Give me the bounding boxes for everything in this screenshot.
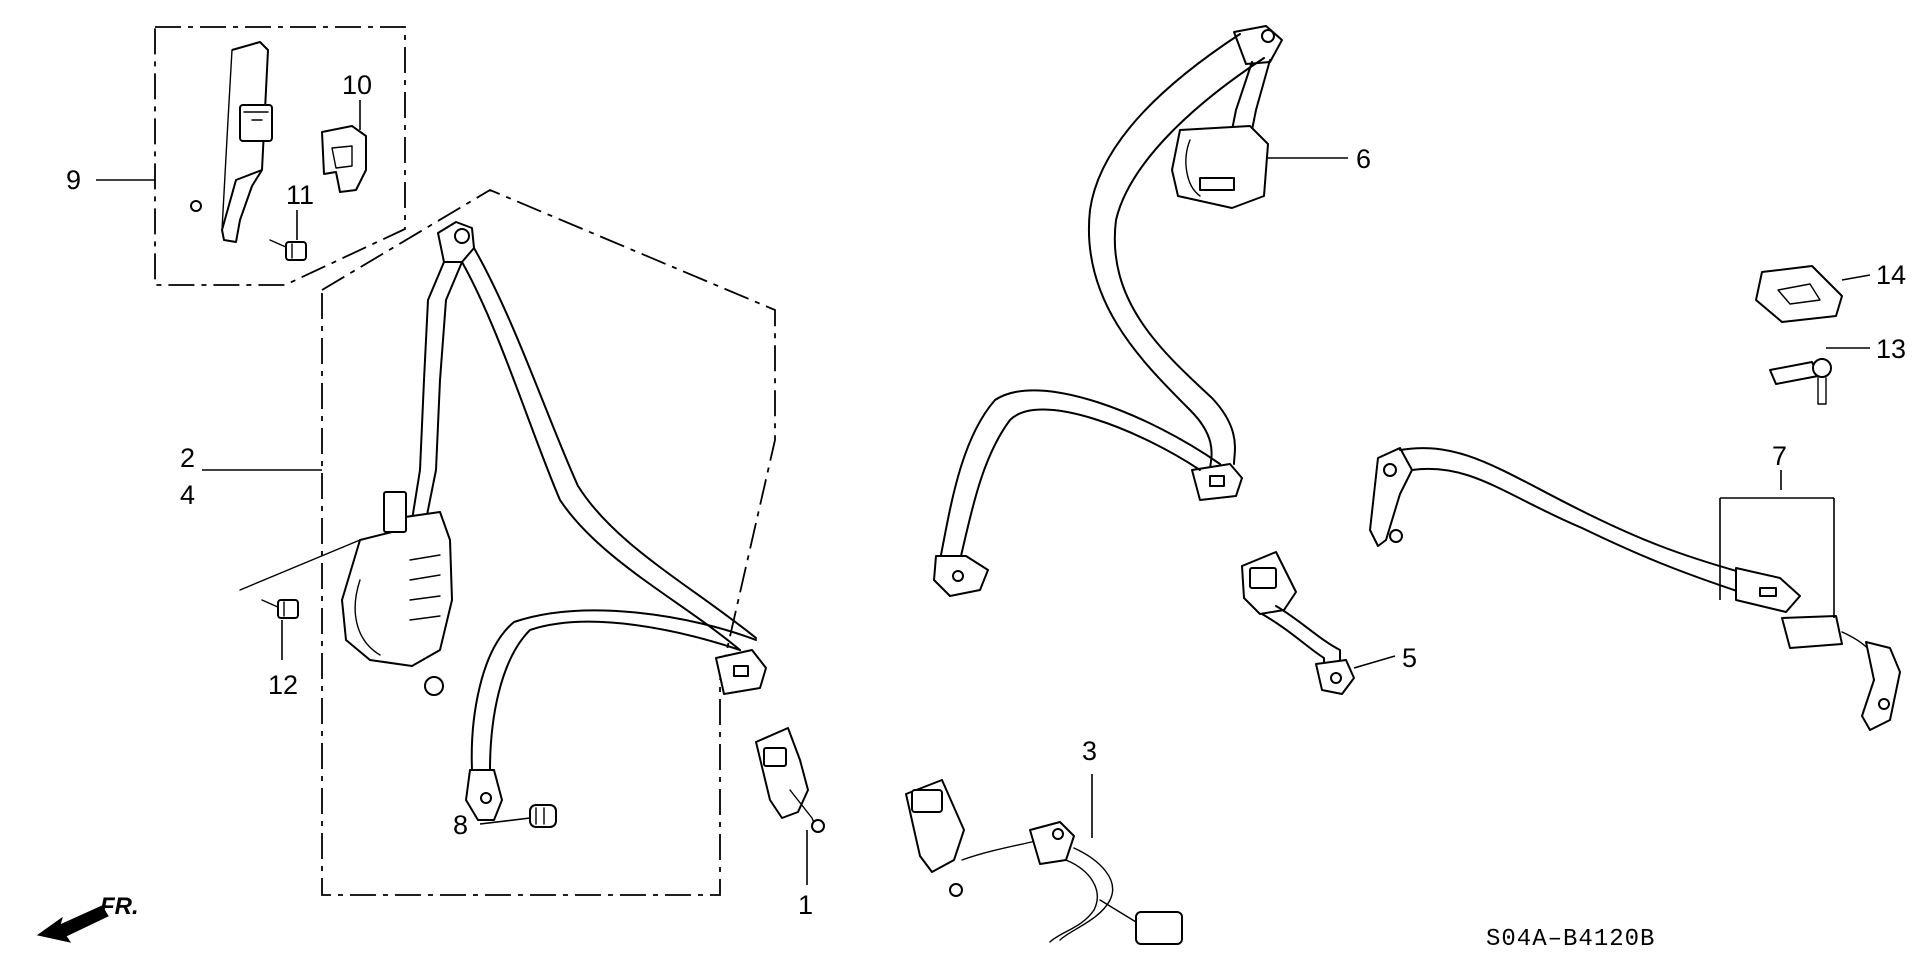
- group-box-2-4: [321, 188, 776, 896]
- callout-14: 14: [1876, 260, 1906, 290]
- callout-11: 11: [286, 180, 314, 210]
- part-1-buckle: [755, 727, 825, 833]
- callout-9: 9: [66, 165, 81, 195]
- part-5-buckle: [1241, 551, 1355, 695]
- part-2-4-front-belt: [341, 221, 767, 821]
- part-11-bolt: [269, 239, 307, 261]
- callout-2: 2: [180, 443, 195, 473]
- callout-3: 3: [1082, 736, 1097, 766]
- front-direction-arrow-icon: FR.: [36, 893, 139, 943]
- callout-8: 8: [453, 810, 468, 840]
- part-14-cover: [1755, 265, 1843, 323]
- callout-5: 5: [1402, 643, 1417, 673]
- callout-13: 13: [1876, 334, 1906, 364]
- part-9-trim-cover: [190, 41, 273, 243]
- part-13-bracket: [1769, 358, 1832, 405]
- part-6-rear-belt: [933, 25, 1283, 597]
- part-10-clip: [321, 125, 367, 193]
- callout-4: 4: [180, 480, 195, 510]
- part-3-buckle-wire: [905, 779, 1183, 945]
- part-12-bolt: [239, 539, 361, 619]
- callout-6: 6: [1356, 144, 1371, 174]
- drawing-code: S04A–B4120B: [1486, 926, 1655, 953]
- group-box-9: [154, 26, 406, 286]
- callout-7: 7: [1772, 441, 1787, 471]
- callout-1: 1: [798, 890, 813, 920]
- part-7-lap-belt: [1369, 447, 1901, 731]
- callout-12: 12: [268, 670, 298, 700]
- part-8-cap: [529, 804, 557, 828]
- callout-10: 10: [342, 70, 372, 100]
- callout-labels: 9 10 11 2 4 12 8 1 3 5 6 7 14 13: [66, 70, 1906, 920]
- leader-lines: [96, 100, 1871, 885]
- front-direction-label: FR.: [100, 893, 139, 920]
